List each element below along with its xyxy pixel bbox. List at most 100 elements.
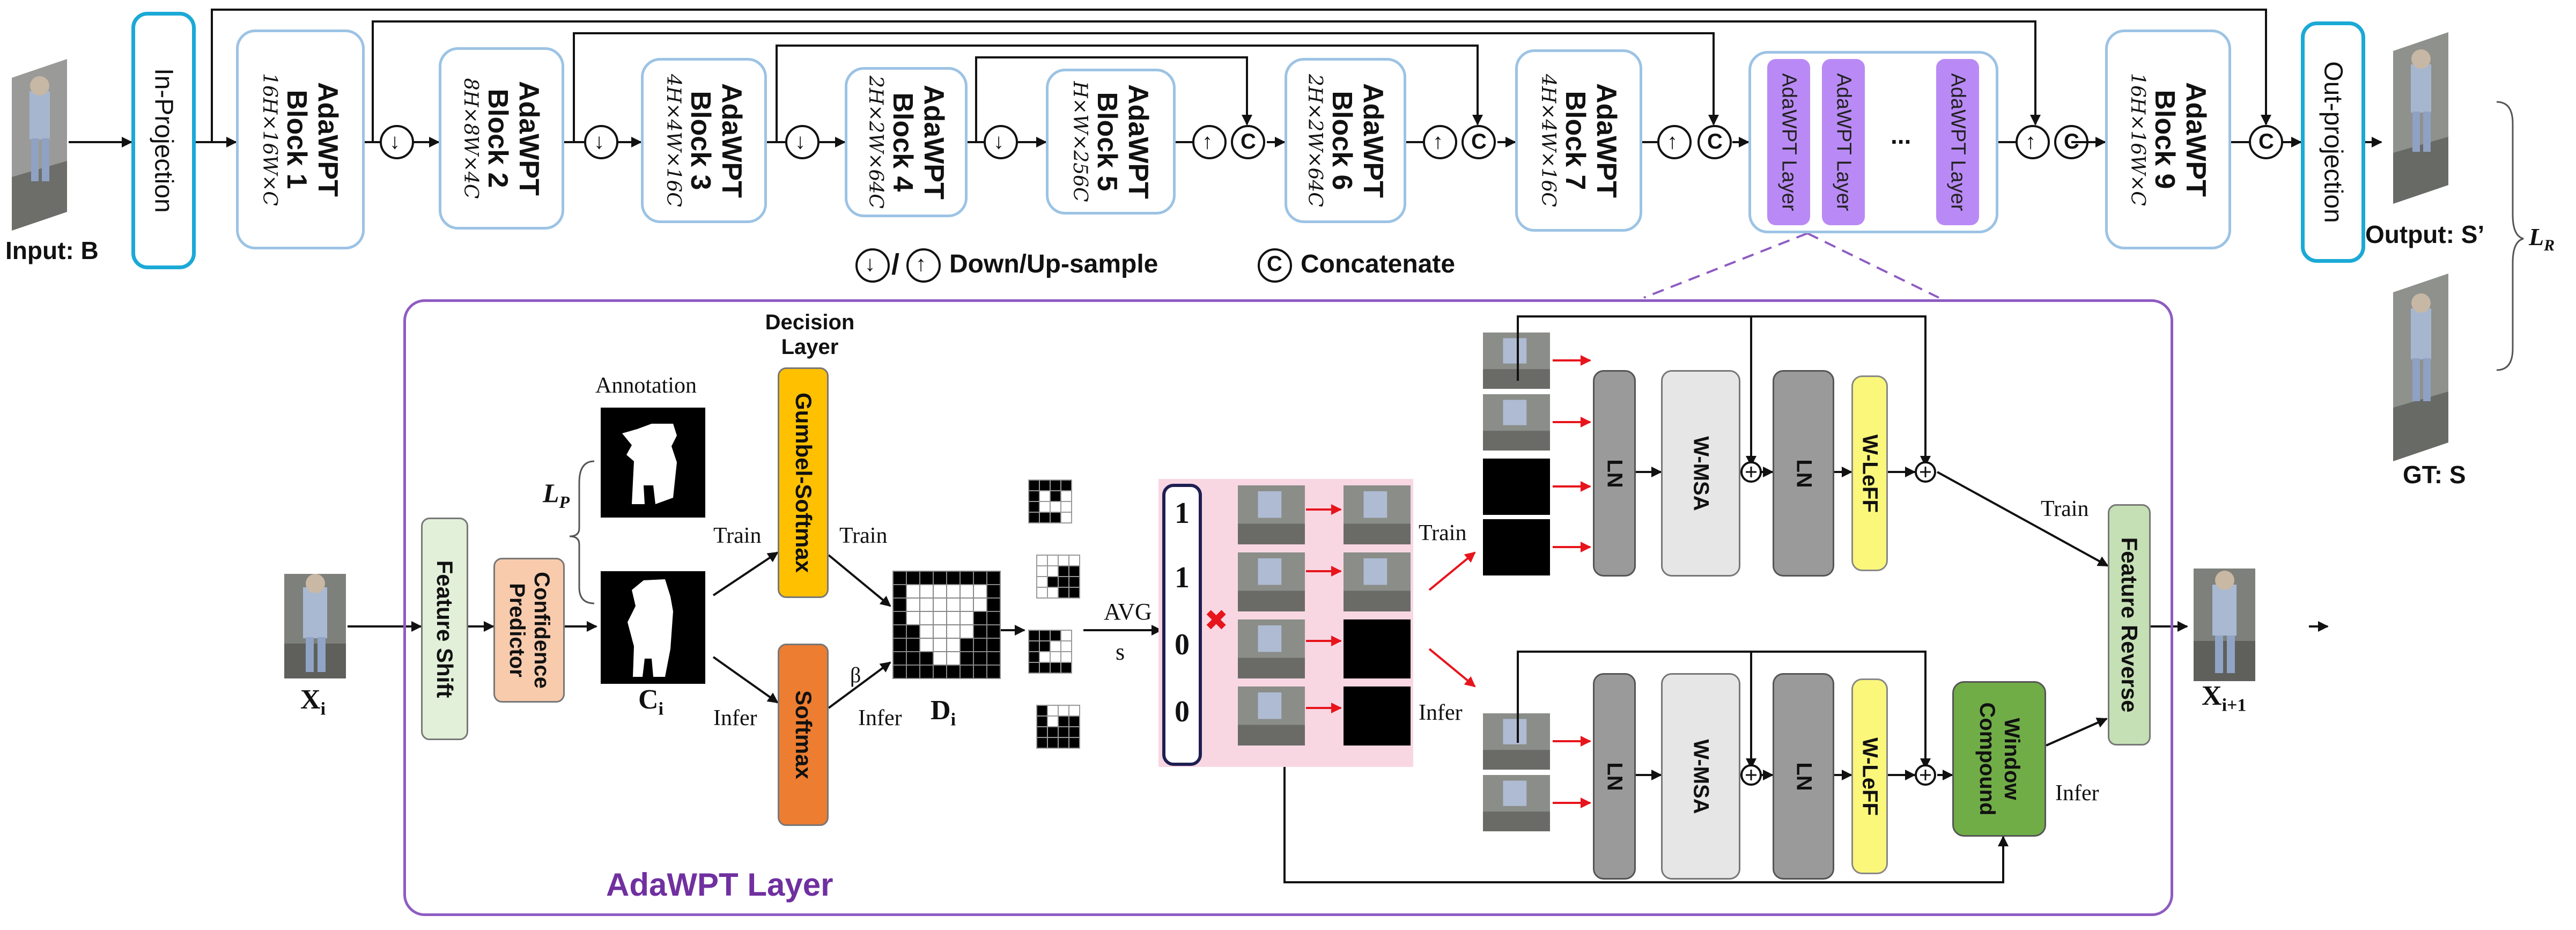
mask-cell [986, 638, 1001, 652]
softmax-box: Softmax [778, 644, 829, 826]
downsample-circles [380, 125, 1018, 159]
masked-patch [1483, 519, 1550, 575]
mask-cell [906, 571, 920, 585]
mask-cell [973, 571, 987, 585]
token-patches [1238, 485, 1411, 746]
xi-image [284, 574, 346, 678]
concat-glyph-2: C [1471, 130, 1487, 153]
token-cell [1068, 726, 1080, 738]
token-cell [1050, 512, 1061, 523]
mask-cell [892, 597, 907, 612]
token-cell [1028, 512, 1040, 523]
concat-glyph-3: C [1707, 130, 1723, 153]
mask-cell [973, 651, 987, 666]
legend-slash: / [891, 248, 900, 281]
token-cell [1036, 705, 1048, 717]
train-label-3: Train [1419, 521, 1467, 545]
mask-cell [919, 611, 934, 625]
legend-down-glyph: ↓ [865, 252, 875, 276]
token-cell [1050, 640, 1061, 652]
image-patch-figure [1503, 719, 1527, 744]
token-cell [1068, 576, 1080, 588]
mask-cell [906, 665, 920, 679]
mask-cell [959, 597, 974, 612]
concat-glyph-1: C [1241, 130, 1256, 153]
token-cell [1028, 490, 1040, 502]
image-patch-ground [1483, 369, 1550, 389]
token-cell [1060, 490, 1072, 502]
down-glyph-2: ↓ [594, 130, 604, 153]
token-cell [1047, 726, 1059, 738]
token-cell [1028, 630, 1040, 641]
loss-p-label: LP [543, 478, 570, 512]
block-9-dim: 16H×16W×C [2126, 73, 2149, 206]
token-cell [1047, 737, 1059, 749]
mask-cell [919, 638, 934, 652]
mask-cell [906, 651, 920, 666]
window-compound-label: Window Compound [1975, 702, 2024, 816]
mask-cell [946, 665, 961, 679]
residual-add-circles [1740, 461, 1936, 786]
token-cell [1050, 630, 1061, 641]
block-6-name: AdaWPT [1357, 83, 1389, 198]
train-wleff-label: W-LeFF [1858, 434, 1882, 513]
mask-cell [906, 638, 920, 652]
token-cell [1068, 737, 1080, 749]
token-cell [1047, 705, 1059, 717]
image-patch-figure [1258, 491, 1282, 518]
up-glyph-3: ↑ [1667, 130, 1678, 153]
block-4-dim: 2H×2W×64C [864, 76, 887, 209]
token-cell [1028, 651, 1040, 663]
train-ln-1: LN [1593, 370, 1636, 577]
image-patch-figure [1258, 692, 1282, 719]
mask-cell [892, 584, 907, 599]
token-cell [1050, 490, 1061, 502]
mask-cell [986, 597, 1001, 612]
block-3-name: AdaWPT [715, 83, 747, 198]
infer-wmsa-label: W-MSA [1689, 739, 1713, 814]
mask-cell [906, 584, 920, 599]
image-patch-ground [1238, 725, 1305, 746]
image-patch-ground [1238, 523, 1305, 544]
train-ln-1-label: LN [1603, 459, 1627, 488]
token-cell [1036, 726, 1048, 738]
d-label: Di [931, 695, 956, 730]
adawpt-layer-title: AdaWPT Layer [606, 867, 833, 903]
mask-cell [933, 571, 947, 585]
block-9-num: Block 9 [2149, 90, 2180, 189]
token-grids [1028, 479, 1080, 749]
confidence-predictor-box: Confidence Predictor [493, 558, 565, 703]
mask-cell [986, 651, 1001, 666]
mask-cell [933, 584, 947, 599]
token-cell [1058, 555, 1069, 566]
block-8-layer-3-label: AdaWPT Layer [1946, 73, 1969, 211]
gumbel-softmax-box: Gumbel-Softmax [778, 367, 829, 598]
mask-cell [959, 611, 974, 625]
mask-cell [973, 624, 987, 639]
token-cell [1068, 555, 1080, 566]
train-wmsa: W-MSA [1661, 370, 1740, 577]
block-8-layer-3: AdaWPT Layer [1936, 59, 1979, 225]
mask-cell [933, 611, 947, 625]
legend-up-glyph: ↑ [916, 252, 926, 276]
token-cell [1060, 651, 1072, 663]
beta-label: β [850, 663, 861, 687]
mask-cell [959, 665, 974, 679]
mask-cell [933, 665, 947, 679]
token-cell [1039, 640, 1051, 652]
train-ln-2-label: LN [1792, 459, 1815, 488]
mask-cell [933, 624, 947, 639]
mask-cell [959, 624, 974, 639]
mask-cell [906, 611, 920, 625]
loss-r-label: LR [2529, 223, 2555, 255]
infer-ln-1-label: LN [1603, 762, 1627, 791]
infer-ln-1: LN [1593, 673, 1636, 880]
train-label-1: Train [713, 523, 762, 548]
token-cell [1028, 662, 1040, 674]
mask-cell [906, 624, 920, 639]
mask-cell [986, 611, 1001, 625]
